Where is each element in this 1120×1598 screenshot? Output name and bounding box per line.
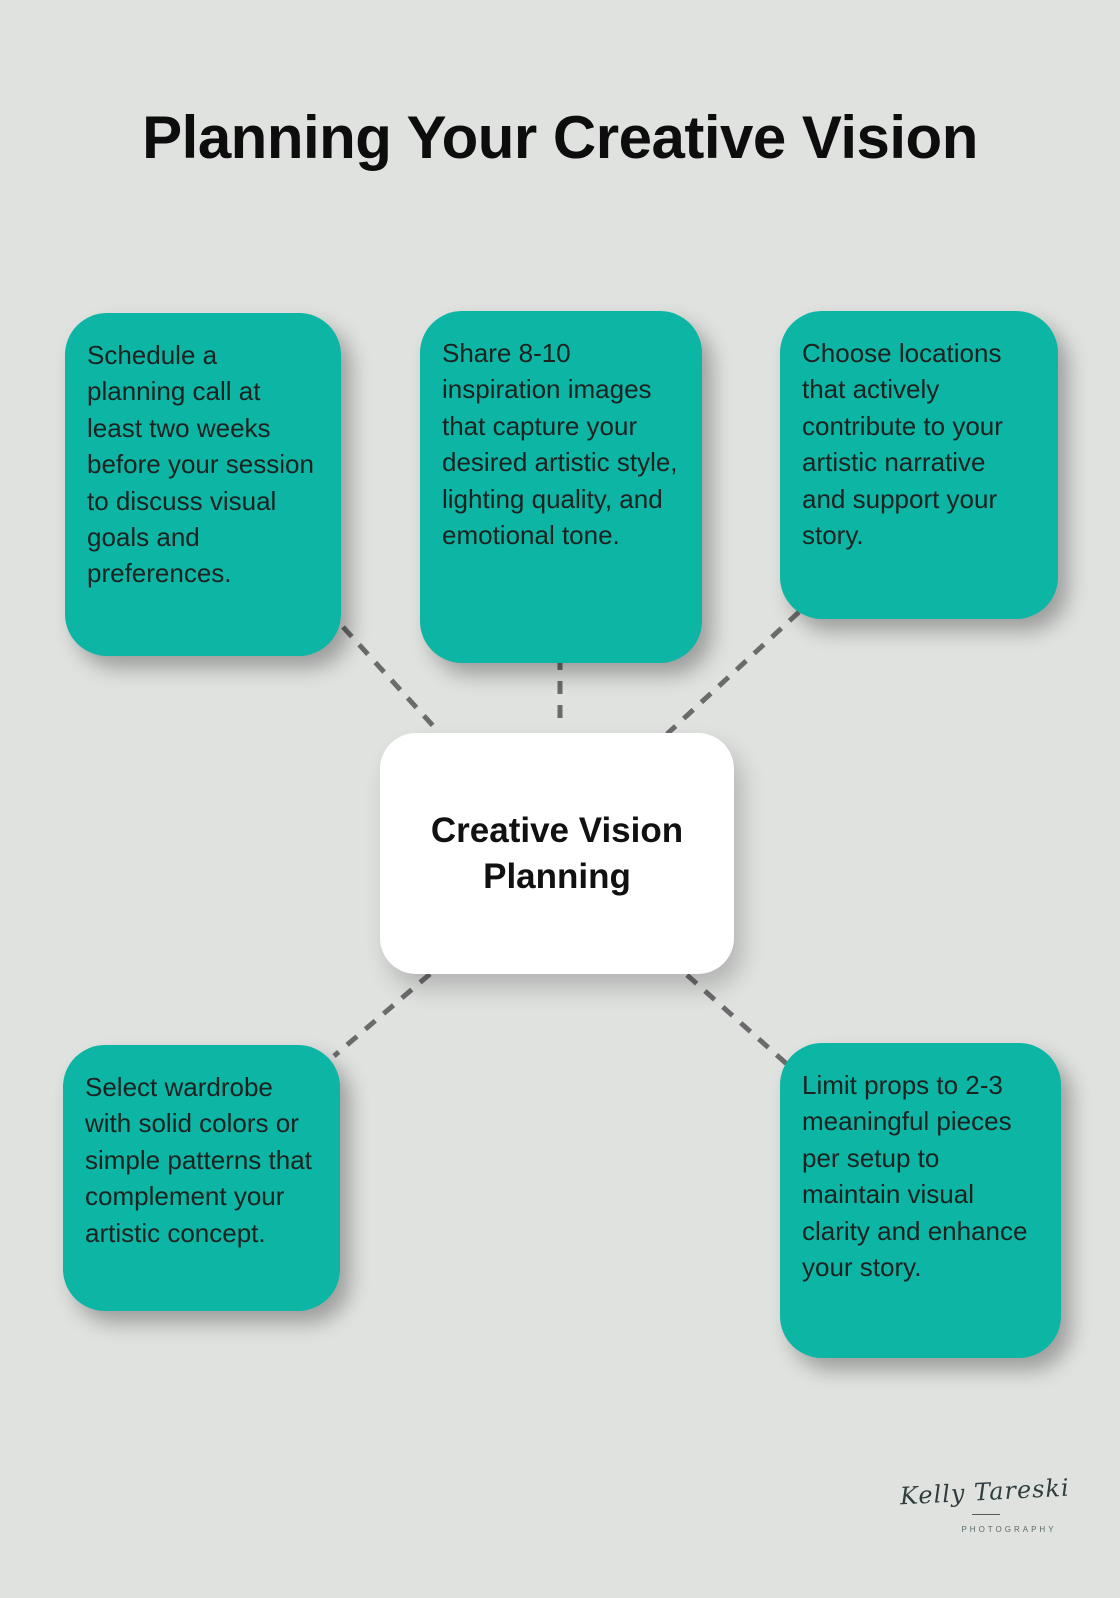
center-node-label: Creative Vision Planning [430,811,684,896]
node-props: Limit props to 2-3 meaningful pieces per… [780,1043,1061,1358]
node-inspiration-images: Share 8-10 inspiration images that captu… [420,311,702,663]
connector-schedule-to-center [341,625,438,731]
connector-center-to-wardrobe [332,972,432,1058]
signature-name: Kelly Tareski [899,1473,1071,1511]
node-wardrobe-text: Select wardrobe with solid colors or sim… [85,1072,312,1248]
photographer-signature: Kelly Tareski PHOTOGRAPHY [900,1474,1071,1534]
node-wardrobe: Select wardrobe with solid colors or sim… [63,1045,340,1311]
signature-tagline: PHOTOGRAPHY [961,1525,1057,1534]
node-props-text: Limit props to 2-3 meaningful pieces per… [802,1070,1028,1282]
node-locations: Choose locations that actively contribut… [780,311,1058,619]
signature-flourish [972,1514,1000,1516]
node-schedule-call-text: Schedule a planning call at least two we… [87,340,314,589]
center-node: Creative Vision Planning [380,733,734,974]
connector-center-to-props [685,973,791,1068]
node-schedule-call: Schedule a planning call at least two we… [65,313,341,656]
page-title: Planning Your Creative Vision [142,104,978,171]
node-locations-text: Choose locations that actively contribut… [802,338,1003,550]
node-inspiration-images-text: Share 8-10 inspiration images that captu… [442,338,678,550]
